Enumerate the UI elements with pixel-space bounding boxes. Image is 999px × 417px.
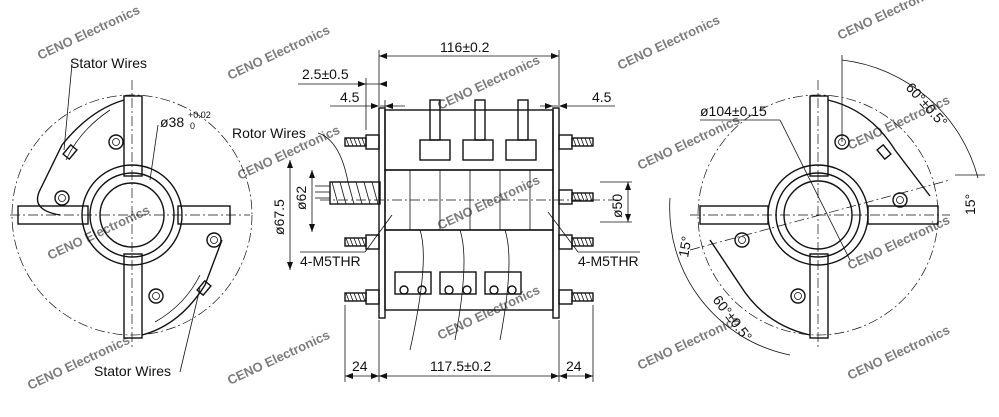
watermarks: CENO Electronics CENO Electronics CENO E… bbox=[25, 0, 952, 393]
stator-wires-label-top: Stator Wires bbox=[70, 55, 147, 71]
watermark: CENO Electronics bbox=[35, 2, 142, 63]
side-view: 116±0.2 2.5±0.5 4.5 4.5 ø67.5 ø62 Rotor … bbox=[232, 39, 640, 382]
left-wing-bottom bbox=[141, 239, 223, 336]
lower-housing bbox=[384, 229, 554, 311]
left-tab-top bbox=[123, 95, 143, 177]
left-wire-bottom bbox=[154, 274, 201, 323]
angle-left-dim: 15° bbox=[675, 235, 694, 259]
body-diameter-dim: ø62 bbox=[293, 186, 309, 210]
left-tab-bottom bbox=[123, 253, 143, 339]
watermark: CENO Electronics bbox=[435, 172, 542, 233]
flange-diameter-dim: ø67.5 bbox=[271, 199, 287, 235]
overall-length-dim: 116±0.2 bbox=[440, 39, 490, 55]
left-wing-top bbox=[36, 99, 125, 216]
watermark: CENO Electronics bbox=[845, 212, 952, 273]
watermark: CENO Electronics bbox=[435, 52, 542, 113]
bottom-left-dim: 24 bbox=[352, 358, 368, 374]
watermark: CENO Electronics bbox=[835, 0, 942, 43]
watermark: CENO Electronics bbox=[635, 112, 742, 173]
thread-label-left: 4-M5THR bbox=[300, 253, 361, 269]
thread-label-right: 4-M5THR bbox=[578, 253, 639, 269]
left-wire-top bbox=[65, 109, 111, 161]
watermark: CENO Electronics bbox=[435, 282, 542, 343]
bore-diameter-label: ø38 bbox=[160, 114, 184, 130]
angle-right-dim: 15° bbox=[962, 194, 978, 215]
gap-left-dim: 4.5 bbox=[340, 89, 360, 105]
shaft-diameter-dim: ø50 bbox=[609, 194, 625, 218]
bottom-mid-dim: 117.5±0.2 bbox=[430, 358, 491, 374]
right-studs bbox=[558, 134, 594, 305]
gap-right-dim: 4.5 bbox=[592, 89, 612, 105]
right-end-view: ø104±0.15 60°±0.5° 15° 15° 60°±0.5° bbox=[669, 55, 985, 356]
watermark: CENO Electronics bbox=[225, 327, 332, 388]
stator-wires-label-bottom: Stator Wires bbox=[94, 363, 171, 379]
bottom-right-dim: 24 bbox=[566, 358, 582, 374]
bore-tolerance-lower: 0 bbox=[190, 121, 195, 131]
left-flange bbox=[378, 107, 386, 319]
left-studs bbox=[344, 134, 380, 305]
right-flange bbox=[552, 107, 560, 319]
bolt-circle-dim: ø104±0.15 bbox=[700, 103, 767, 119]
rotor-wires-label: Rotor Wires bbox=[232, 125, 306, 141]
offset-left-dim: 2.5±0.5 bbox=[302, 66, 349, 82]
bore-tolerance-upper: +0.02 bbox=[188, 110, 211, 120]
left-end-view: ø38 +0.02 0 Stator Wires Stator Wires bbox=[10, 55, 253, 379]
watermark: CENO Electronics bbox=[845, 322, 952, 383]
rotor-wire-bundle bbox=[315, 181, 381, 205]
watermark: CENO Electronics bbox=[615, 12, 722, 73]
